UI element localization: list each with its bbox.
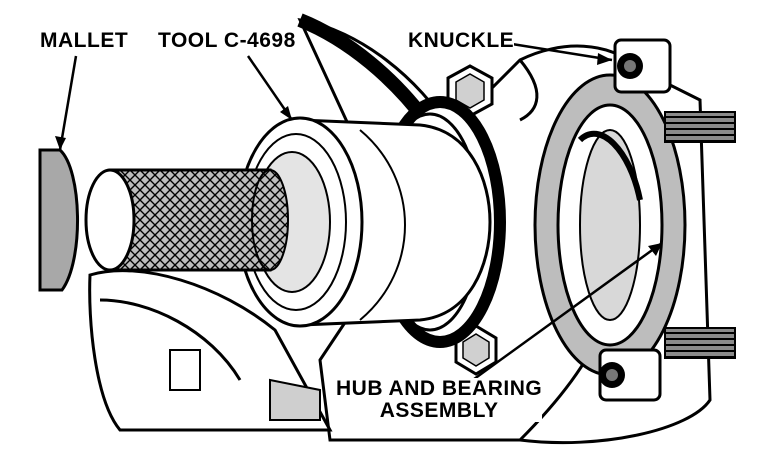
- leader-knuckle: [511, 42, 613, 65]
- bolt-boss-upper: [613, 38, 672, 94]
- drive-axle: [88, 269, 333, 432]
- mallet-head: [38, 148, 80, 292]
- leader-hub: [469, 241, 663, 384]
- label-mallet: MALLET: [40, 29, 129, 53]
- wheel-stud-upper: [664, 111, 736, 143]
- hub-flange: [533, 73, 687, 377]
- leader-tool: [246, 55, 294, 121]
- leader-mallet: [55, 55, 78, 151]
- label-hub-and-bearing-assembly: HUB AND BEARING ASSEMBLY: [336, 377, 543, 423]
- label-hub-line-2: ASSEMBLY: [379, 399, 499, 423]
- bolt-boss-lower: [598, 348, 662, 402]
- label-tool: TOOL C-4698: [158, 29, 296, 53]
- tool-handle: [84, 168, 289, 272]
- wheel-stud-lower: [664, 327, 736, 359]
- label-knuckle: KNUCKLE: [408, 29, 515, 53]
- label-hub-line-1: HUB AND BEARING: [336, 377, 543, 400]
